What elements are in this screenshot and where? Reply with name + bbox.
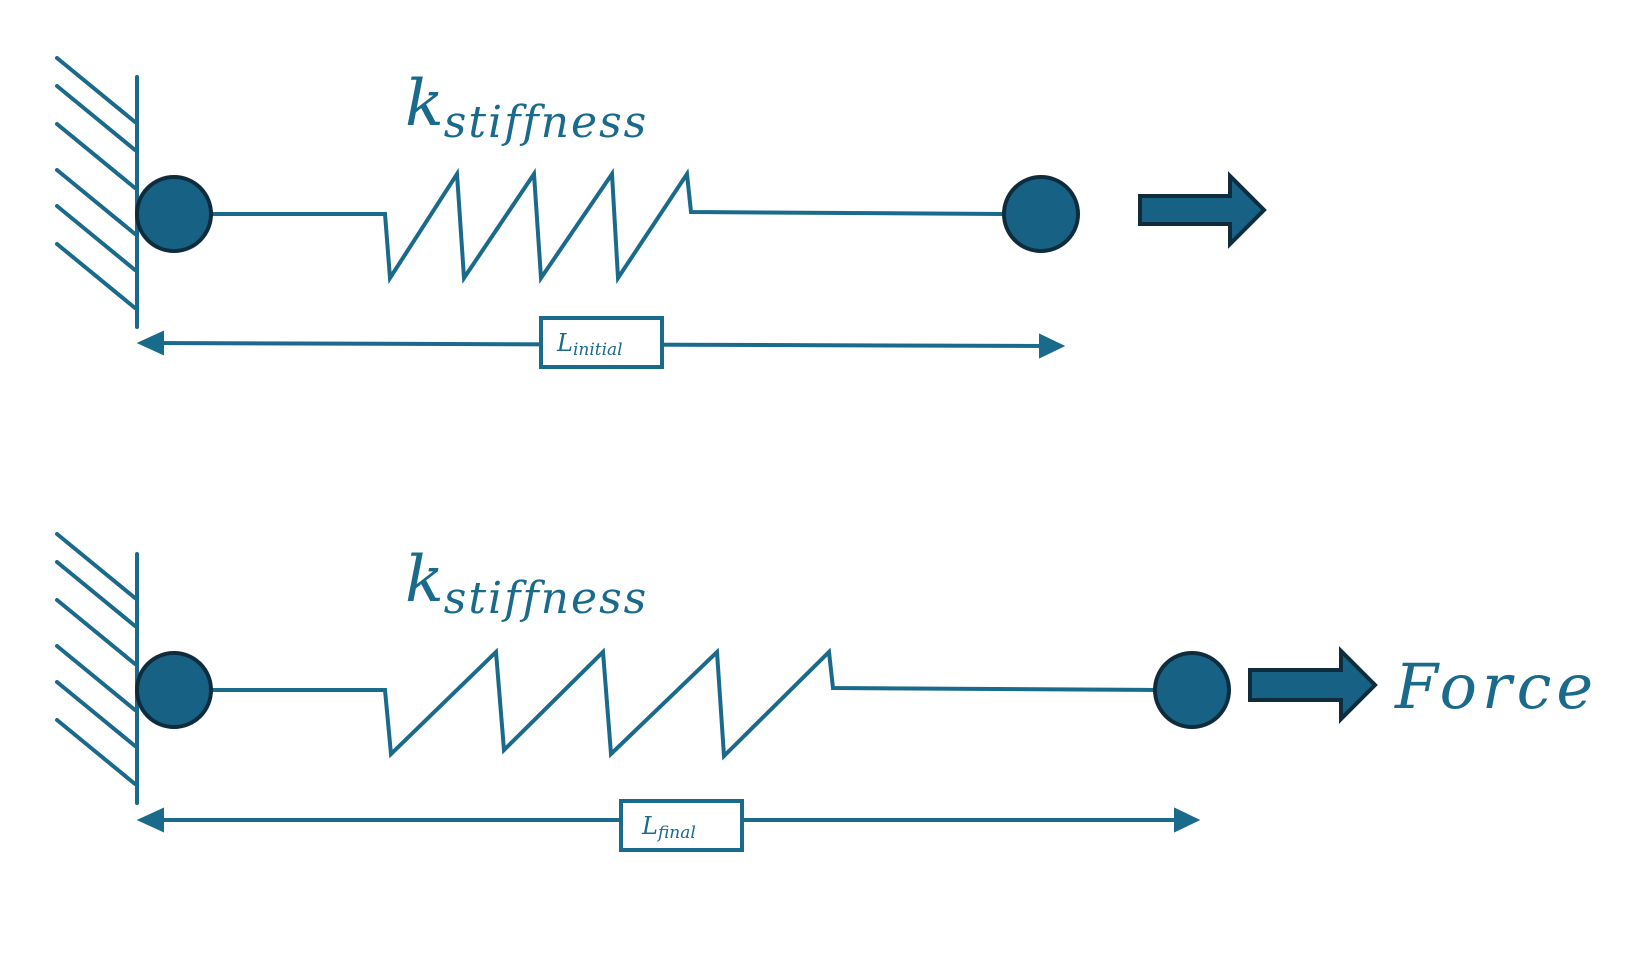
length-label-box	[539, 316, 664, 369]
length-symbol: L	[641, 812, 658, 840]
initial-state-panel: kstiffness Linitial	[55, 56, 1267, 369]
dimension-arrowhead-left-icon	[136, 807, 164, 833]
force-label: Force	[1394, 650, 1598, 723]
fixed-wall-icon	[55, 56, 139, 329]
force-arrow-icon	[1248, 646, 1378, 724]
length-subscript: final	[656, 823, 696, 843]
final-state-panel: Force kstiffness Lfinal	[55, 532, 1598, 852]
stiffness-subscript: stiffness	[444, 573, 648, 624]
length-symbol: L	[556, 329, 573, 357]
length-dimension: Linitial	[136, 316, 1066, 369]
dimension-arrowhead-right-icon	[1039, 333, 1066, 359]
length-label-box	[619, 799, 744, 852]
free-mass-icon	[1002, 175, 1080, 253]
dimension-arrowhead-left-icon	[136, 330, 164, 356]
length-label: Lfinal	[641, 812, 696, 843]
dimension-arrowhead-right-icon	[1174, 807, 1201, 833]
length-label: Linitial	[556, 329, 623, 360]
stiffness-label: kstiffness	[405, 67, 648, 148]
force-arrow-icon	[1138, 171, 1267, 249]
free-mass-icon	[1153, 651, 1231, 729]
stiffness-label: kstiffness	[405, 543, 648, 624]
anchor-mass-icon	[135, 651, 213, 729]
spring-icon	[208, 647, 1159, 761]
anchor-mass-icon	[135, 175, 213, 253]
spring-icon	[208, 167, 1005, 285]
stiffness-symbol: k	[405, 67, 444, 141]
fixed-wall-icon	[55, 532, 139, 805]
stiffness-subscript: stiffness	[444, 97, 648, 148]
length-subscript: initial	[573, 340, 623, 360]
length-dimension: Lfinal	[136, 799, 1201, 852]
stiffness-symbol: k	[405, 543, 444, 617]
